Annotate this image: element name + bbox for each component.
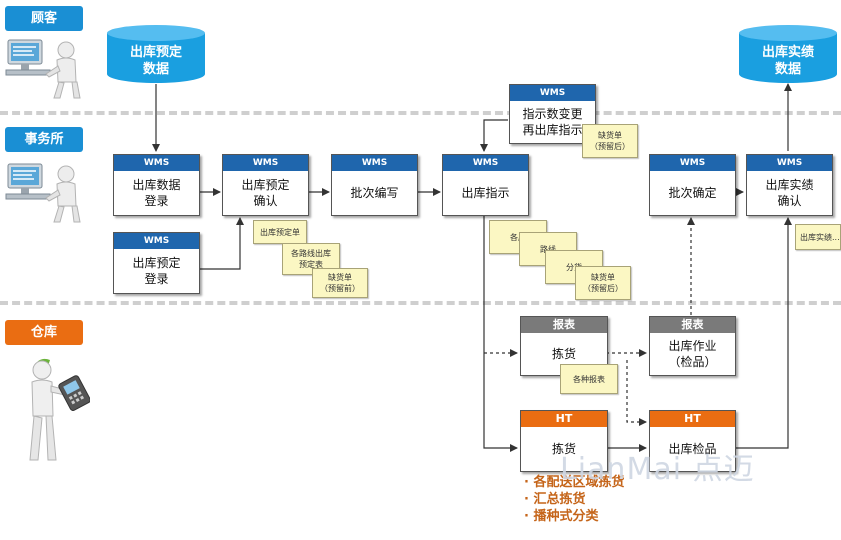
document-note: 缺货单 （预留前） (312, 268, 368, 298)
wms-tag: WMS (747, 155, 832, 171)
wms-tag: WMS (332, 155, 417, 171)
lane-divider-top (0, 111, 841, 115)
process-label: 指示数变更 再出库指示 (522, 107, 583, 137)
lane-label-warehouse: 仓库 (5, 320, 83, 345)
wms-tag: WMS (510, 85, 595, 101)
report-tag: 报表 (650, 317, 735, 333)
database-result-label: 出库实绩 数据 (761, 45, 814, 77)
process-label: 出库检品 (668, 442, 717, 456)
database-schedule-label: 出库预定 数据 (129, 45, 182, 77)
process-label: 拣货 (551, 442, 576, 456)
process-box-ht-inspection[interactable]: HT 出库检品 (649, 410, 736, 472)
wms-tag: WMS (650, 155, 735, 171)
ht-feature-list: · 各配送区域拣货 · 汇总拣货 · 播种式分类 (524, 474, 624, 525)
watermark: LianMai 点迈 (560, 452, 755, 487)
report-tag: 报表 (521, 317, 607, 333)
process-box-plan-entry[interactable]: WMS 出库预定 登录 (113, 232, 200, 294)
document-note: 出库预定单 (253, 220, 307, 244)
ht-feature-item: · 播种式分类 (524, 509, 599, 524)
process-box-ht-picking[interactable]: HT 拣货 (520, 410, 608, 472)
warehouse-worker-scanner-icon (29, 358, 90, 461)
ht-tag: HT (650, 411, 735, 427)
process-box-result-confirm[interactable]: WMS 出库实绩 确认 (746, 154, 833, 216)
document-note: 缺货单 （预留后） (575, 266, 631, 300)
lane-divider-bottom (0, 301, 841, 305)
wms-tag: WMS (114, 155, 199, 171)
wms-tag: WMS (114, 233, 199, 249)
process-box-plan-confirm[interactable]: WMS 出库预定 确认 (222, 154, 309, 216)
wms-tag: WMS (223, 155, 308, 171)
process-label: 出库预定 登录 (132, 256, 181, 286)
process-box-data-entry[interactable]: WMS 出库数据 登录 (113, 154, 200, 216)
process-box-instruction[interactable]: WMS 出库指示 (442, 154, 529, 216)
process-label: 出库预定 确认 (241, 178, 290, 208)
ht-feature-item: · 汇总拣货 (524, 492, 586, 507)
wms-tag: WMS (443, 155, 528, 171)
process-box-batch-numbering[interactable]: WMS 批次编写 (331, 154, 418, 216)
computer-user-icon (5, 39, 81, 99)
process-box-change-reinstruct[interactable]: WMS 指示数变更 再出库指示 (509, 84, 596, 144)
process-label: 拣货 (551, 347, 576, 361)
document-note: 各种报表 (560, 364, 618, 394)
process-label: 批次编写 (350, 186, 399, 200)
ht-tag: HT (521, 411, 607, 427)
computer-user-icon (5, 163, 81, 223)
database-icon (739, 25, 837, 83)
process-label: 出库数据 登录 (132, 178, 181, 208)
database-icon (107, 25, 205, 83)
process-label: 出库实绩 确认 (765, 178, 814, 208)
process-label: 批次确定 (668, 186, 717, 200)
process-box-report-work[interactable]: 报表 出库作业 （检品） (649, 316, 736, 376)
lane-label-customer: 顾客 (5, 6, 83, 31)
document-note: 缺货单 （预留后） (582, 124, 638, 158)
process-box-batch-confirm[interactable]: WMS 批次确定 (649, 154, 736, 216)
lane-label-office: 事务所 (5, 127, 83, 152)
process-label: 出库作业 （检品） (668, 339, 717, 369)
ht-feature-item: · 各配送区域拣货 (524, 475, 625, 490)
document-note: 出库实绩... (795, 224, 841, 250)
process-label: 出库指示 (461, 186, 510, 200)
